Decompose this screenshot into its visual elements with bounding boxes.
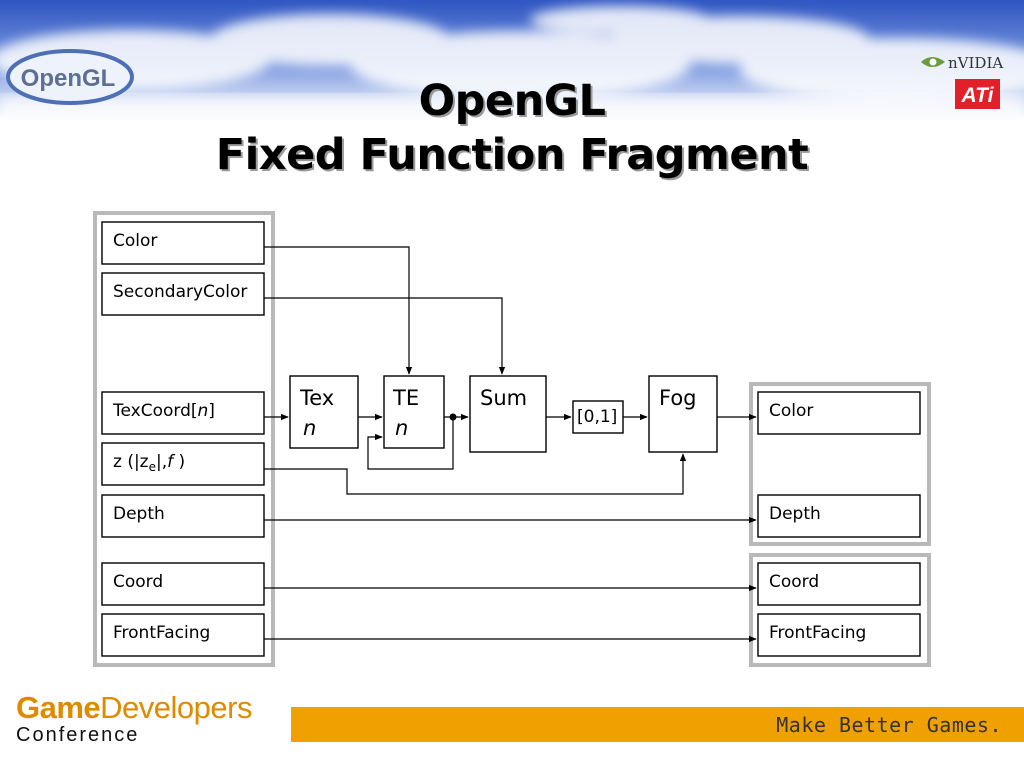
svg-text:Coord: Coord [113, 572, 163, 592]
output-coord: Coord [757, 562, 921, 606]
title-line-2: Fixed Function Fragment [215, 130, 809, 180]
svg-text:FrontFacing: FrontFacing [113, 623, 210, 643]
output-color: Color [757, 391, 921, 435]
output-frontfacing: FrontFacing [757, 613, 921, 657]
stage-sum: Sum [469, 375, 547, 453]
svg-text:Depth: Depth [769, 504, 821, 524]
input-secondary-color: SecondaryColor [101, 272, 265, 316]
input-color: Color [101, 221, 265, 265]
svg-text:TexCoord[n]: TexCoord[n] [112, 401, 215, 421]
svg-text:TE: TE [392, 386, 419, 410]
ati-logo: ATi [955, 79, 1000, 109]
svg-text:Depth: Depth [113, 504, 165, 524]
input-depth: Depth [101, 494, 265, 538]
gdc-logo: GameDevelopers Conference [16, 692, 252, 745]
svg-text:n: n [395, 416, 408, 440]
stage-fog: Fog [648, 375, 718, 453]
svg-text:ATi: ATi [961, 84, 995, 107]
svg-text:SecondaryColor: SecondaryColor [113, 282, 247, 302]
input-coord: Coord [101, 562, 265, 606]
sky-header-background [0, 0, 1024, 120]
footer-tagline: Make Better Games. [776, 713, 1002, 737]
opengl-logo: OpenGL [6, 49, 134, 105]
svg-text:Color: Color [113, 231, 157, 251]
input-z: z (|ze|,f ) [101, 442, 265, 486]
wire-color-to-te [264, 246, 413, 375]
footer-bar: Make Better Games. [291, 707, 1024, 742]
svg-text:Tex: Tex [299, 386, 334, 410]
gdc-conference-text: Conference [16, 724, 140, 746]
slide-title: OpenGL Fixed Function Fragment [0, 74, 1024, 182]
stage-texture-unit: Tex n [289, 375, 359, 449]
stage-clamp: [0,1] [572, 400, 624, 434]
svg-text:OpenGL: OpenGL [21, 65, 116, 92]
svg-text:Coord: Coord [769, 572, 819, 592]
wire-te-feedback-loop [367, 417, 454, 470]
stage-texture-environment: TE n [383, 375, 445, 449]
svg-text:Sum: Sum [480, 386, 527, 410]
input-frontfacing: FrontFacing [101, 613, 265, 657]
nvidia-logo: nVIDIA [921, 54, 1003, 72]
gdc-developers-text: Developers [100, 690, 252, 725]
svg-text:FrontFacing: FrontFacing [769, 623, 866, 643]
title-line-1: OpenGL [418, 76, 606, 126]
svg-text:Fog: Fog [659, 386, 697, 410]
svg-text:nVIDIA: nVIDIA [948, 54, 1003, 72]
svg-text:Color: Color [769, 401, 813, 421]
output-depth: Depth [757, 494, 921, 538]
svg-text:z (|ze|,f ): z (|ze|,f ) [113, 452, 185, 474]
svg-text:n: n [303, 416, 316, 440]
wire-z-to-fog [264, 453, 687, 495]
input-texcoord: TexCoord[n] [101, 391, 265, 435]
svg-text:[0,1]: [0,1] [577, 407, 617, 427]
gdc-game-text: Game [16, 690, 101, 725]
wire-secondary-to-sum [264, 297, 506, 375]
